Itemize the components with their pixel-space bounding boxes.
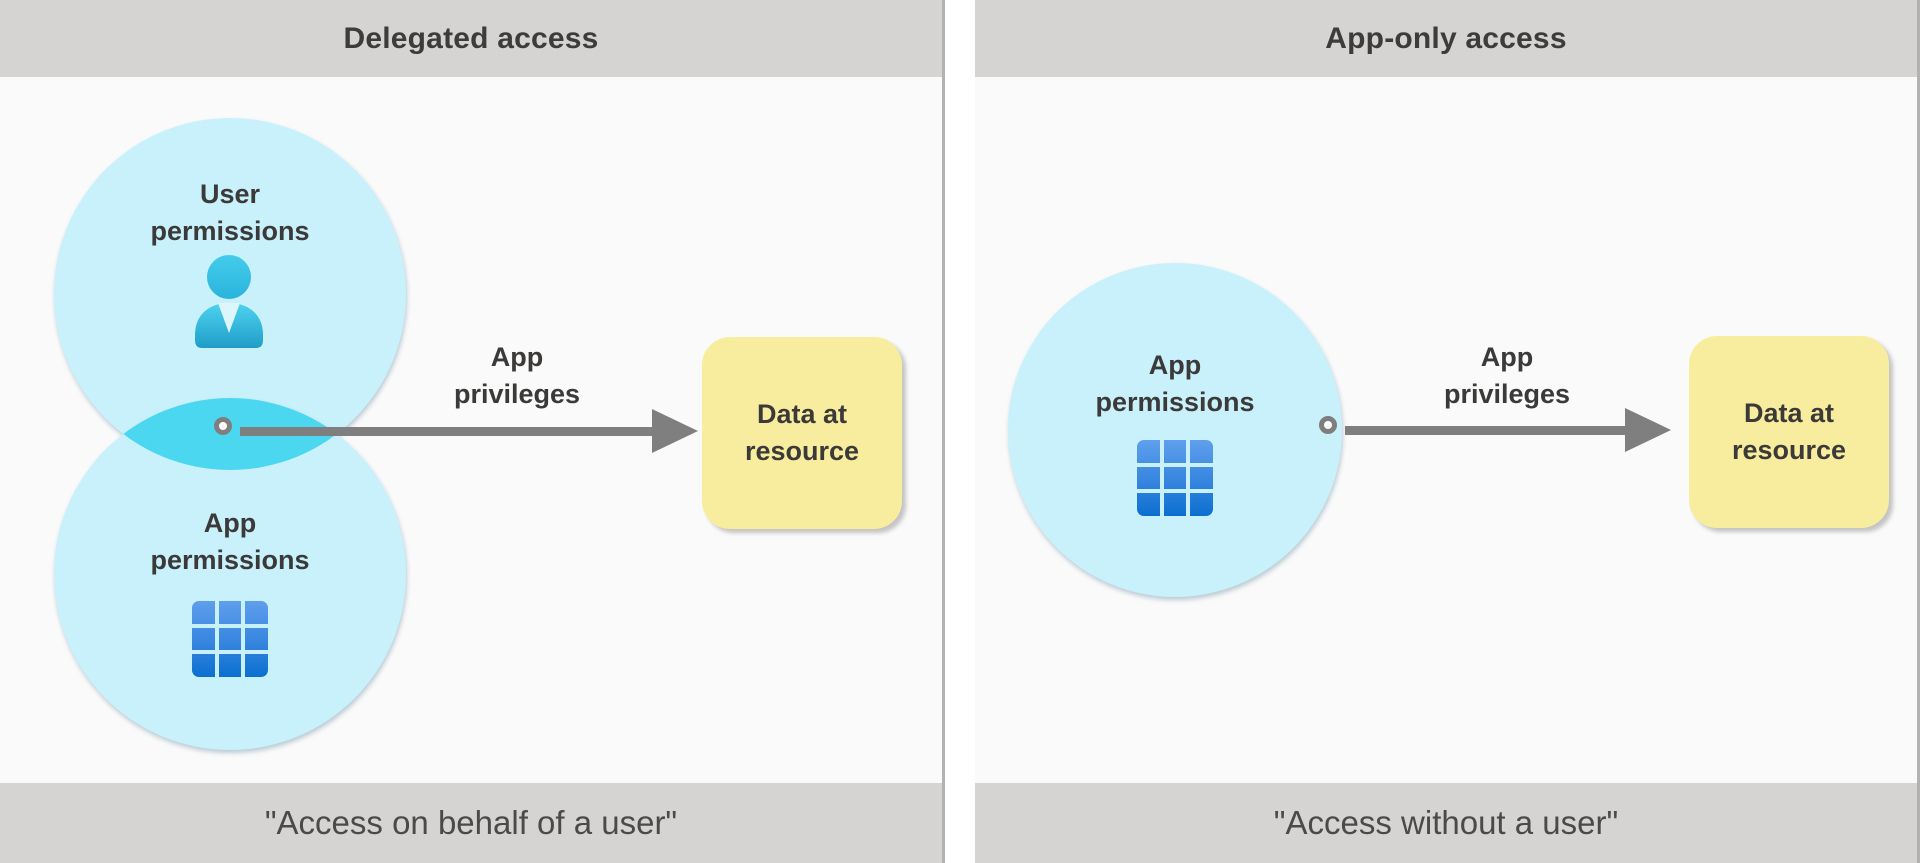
panel-caption: "Access on behalf of a user" xyxy=(264,804,678,841)
data-at-resource-label: Data at resource xyxy=(1731,398,1847,465)
data-at-resource-label: Data at resource xyxy=(744,399,860,466)
arrow-origin-dot-icon xyxy=(214,417,232,435)
arrow-head-icon xyxy=(1625,408,1671,452)
app-permissions-circle xyxy=(1008,263,1342,597)
user-permissions-label: User permissions xyxy=(150,179,310,246)
data-at-resource-box: Data at resource xyxy=(1689,336,1889,528)
arrow-origin-dot-icon xyxy=(1319,416,1337,434)
header-bar: Delegated access xyxy=(0,0,942,77)
app-permissions-label: App permissions xyxy=(150,508,310,575)
app-privileges-label: App privileges xyxy=(453,342,581,409)
panel-caption: "Access without a user" xyxy=(1273,804,1619,841)
grid-3x3-icon xyxy=(192,601,268,677)
caption-bar: "Access without a user" xyxy=(975,783,1917,863)
app-permissions-label: App permissions xyxy=(1095,350,1255,417)
panel-delegated-access: Delegated access User permissions xyxy=(0,0,945,863)
caption-bar: "Access on behalf of a user" xyxy=(0,783,942,863)
person-icon xyxy=(195,255,263,348)
panel-app-only-access: App-only access App permissions App priv… xyxy=(975,0,1920,863)
data-at-resource-box: Data at resource xyxy=(702,337,902,529)
panel-title: Delegated access xyxy=(343,21,599,55)
grid-3x3-icon xyxy=(1137,440,1213,516)
arrow-line xyxy=(240,427,654,436)
header-bar: App-only access xyxy=(975,0,1917,77)
panel-title: App-only access xyxy=(1325,21,1567,55)
app-privileges-label: App privileges xyxy=(1443,342,1571,409)
arrow-line xyxy=(1345,426,1627,435)
arrow-head-icon xyxy=(652,409,698,453)
